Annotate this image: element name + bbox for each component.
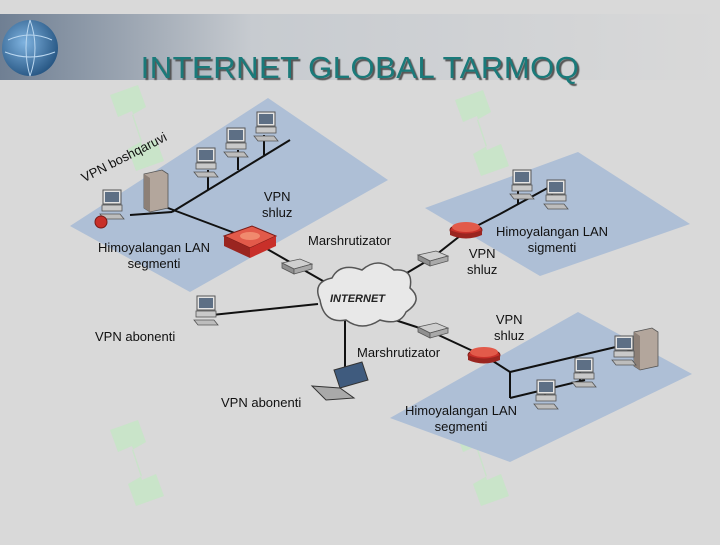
internet-cloud <box>317 262 417 327</box>
protected-lan-left-line1: Himoyalangan LAN <box>98 240 211 255</box>
globe-icon <box>2 20 58 76</box>
shield-icon <box>94 215 108 229</box>
pc-icon <box>543 179 569 210</box>
vpn-gateway-right-label: VPN shluz <box>467 246 497 278</box>
lan-panel-top-left <box>70 98 388 292</box>
vpn-gateway-top-line2: shluz <box>262 205 293 220</box>
router-top-label: Marshrutizator <box>308 233 392 248</box>
protected-lan-bottom-label: Himoyalangan LAN segmenti <box>405 403 517 435</box>
laptop-icon <box>310 361 369 401</box>
vpn-gateway-right-line1: VPN <box>468 246 496 261</box>
protected-lan-left-label: Himoyalangan LAN segmenti <box>98 240 210 272</box>
protected-lan-right-line1: Himoyalangan LAN <box>496 224 609 239</box>
vpn-gateway-bottom-line2: shluz <box>494 328 525 343</box>
server-icon <box>143 169 169 213</box>
vpn-gateway-bottom-label: VPN shluz <box>494 312 524 344</box>
router-bottom-label: Marshrutizator <box>357 345 441 360</box>
vpn-gateway-top-line1: VPN <box>263 189 291 204</box>
server-icon <box>633 327 659 371</box>
protected-lan-bottom-line2: segmenti <box>434 419 488 434</box>
pc-icon <box>509 169 535 200</box>
protected-lan-right-line2: sigmenti <box>527 240 577 255</box>
vpn-gateway-top-label: VPN shluz <box>262 189 292 221</box>
vpn-gateway-bottom-line1: VPN <box>495 312 523 327</box>
title-banner <box>0 14 720 80</box>
page-title: INTERNET GLOBAL TARMOQ <box>140 50 580 85</box>
cloud-label: INTERNET <box>330 293 385 305</box>
vpn-subscriber-bottom-label: VPN abonenti <box>221 395 302 410</box>
management-pc-icon <box>99 189 125 220</box>
vpn-subscriber-left-label: VPN abonenti <box>95 329 176 344</box>
vpn-gateway-bottom-icon <box>467 346 501 364</box>
vpn-gateway-right-line2: shluz <box>467 262 498 277</box>
pc-icon <box>193 147 219 178</box>
vpn-gateway-right-icon <box>449 221 483 239</box>
vpn-subscriber-pc-icon <box>193 295 219 326</box>
pc-icon <box>571 357 597 388</box>
router-bottom-icon <box>417 322 449 339</box>
vpn-gateway-top-icon <box>222 225 278 258</box>
pc-icon <box>533 379 559 410</box>
protected-lan-right-label: Himoyalangan LAN sigmenti <box>496 224 608 256</box>
pc-icon <box>253 111 279 142</box>
pc-icon <box>611 335 637 366</box>
pc-icon <box>223 127 249 158</box>
protected-lan-bottom-line1: Himoyalangan LAN <box>405 403 518 418</box>
protected-lan-left-line2: segmenti <box>127 256 181 271</box>
lan-panel-right <box>425 152 690 276</box>
